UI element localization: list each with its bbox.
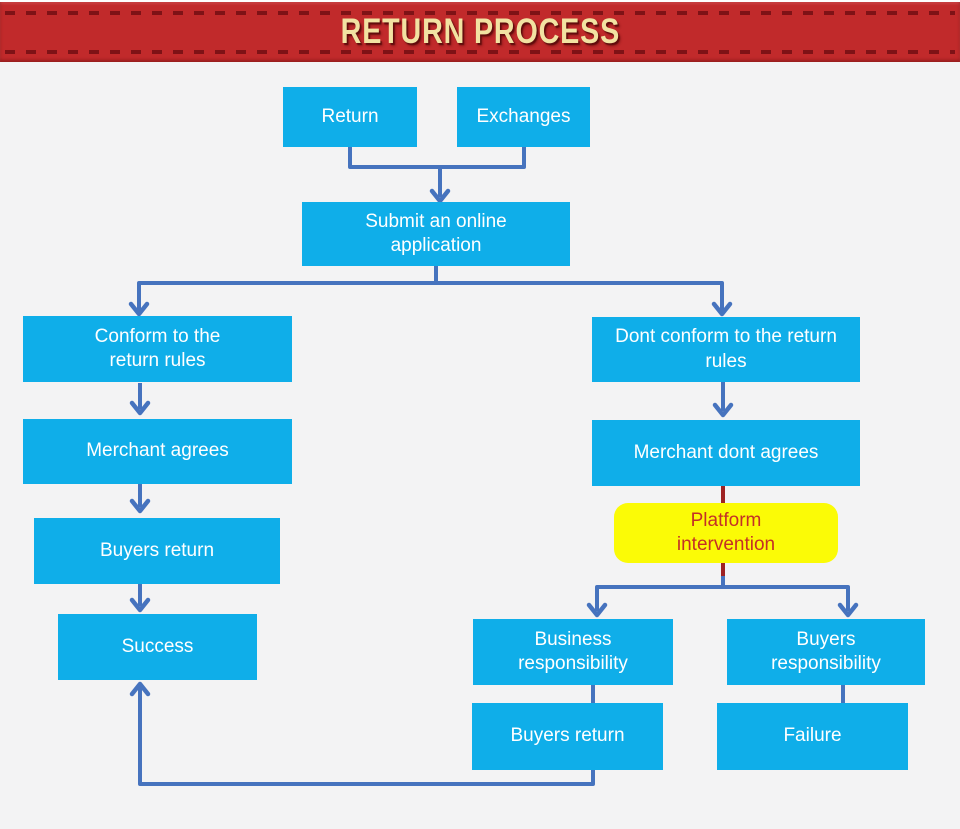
node-success-label: Success — [121, 635, 194, 657]
top-edge-strip — [0, 0, 960, 2]
node-exchanges: Exchanges — [457, 87, 590, 147]
arrowhead-merchant-dont — [712, 402, 734, 418]
arrowhead-submit — [429, 188, 451, 204]
node-submit-application: Submit an online application — [302, 202, 570, 266]
arrowhead-buyers-resp — [837, 602, 859, 618]
node-platform-intervention: Platform intervention — [614, 503, 838, 563]
node-dont-conform-label: Dont conform to the return rules — [615, 326, 837, 372]
node-success: Success — [58, 614, 257, 680]
node-return: Return — [283, 87, 417, 147]
node-buyers-return-right: Buyers return — [472, 703, 663, 770]
node-merchant-agrees: Merchant agrees — [23, 419, 292, 484]
banner-dash-bottom — [5, 50, 955, 54]
node-conform-rules: Conform to the return rules — [23, 316, 292, 382]
node-platform-intervention-label: Platform intervention — [676, 509, 776, 555]
node-conform-label: Conform to the return rules — [94, 325, 221, 371]
arrowhead-conform — [128, 301, 150, 317]
node-exchanges-label: Exchanges — [476, 105, 571, 127]
node-buyers-return-left: Buyers return — [34, 518, 280, 584]
node-submit-label: Submit an online application — [365, 210, 507, 256]
node-buyers-responsibility-label: Buyers responsibility — [771, 628, 881, 674]
edge-branch-rules — [137, 281, 724, 311]
node-failure-label: Failure — [783, 725, 842, 747]
node-merchant-dont-agrees: Merchant dont agrees — [592, 420, 860, 486]
node-merchant-agrees-label: Merchant agrees — [86, 440, 229, 462]
node-business-responsibility: Business responsibility — [473, 619, 673, 685]
banner-dash-top — [5, 11, 955, 15]
arrowhead-business-resp — [586, 602, 608, 618]
node-dont-conform-rules: Dont conform to the return rules — [592, 317, 860, 382]
node-merchant-dont-agrees-label: Merchant dont agrees — [633, 441, 819, 463]
header-banner: RETURN PROCESS — [0, 2, 960, 62]
arrowhead-dont-conform — [711, 301, 733, 317]
page-title: RETURN PROCESS — [340, 12, 620, 51]
arrowhead-success-up — [129, 681, 151, 697]
arrowhead-buyers-return-left — [129, 498, 151, 514]
arrowhead-success — [129, 597, 151, 613]
edge-responsibility-split — [595, 585, 850, 611]
node-buyers-return-right-label: Buyers return — [510, 725, 625, 747]
arrowhead-merchant-agrees — [129, 400, 151, 416]
node-buyers-return-left-label: Buyers return — [99, 539, 215, 561]
edge-return-exchanges-merge — [348, 147, 526, 169]
node-failure: Failure — [717, 703, 908, 770]
node-buyers-responsibility: Buyers responsibility — [727, 619, 925, 685]
node-return-label: Return — [321, 105, 379, 127]
node-business-responsibility-label: Business responsibility — [518, 628, 628, 674]
